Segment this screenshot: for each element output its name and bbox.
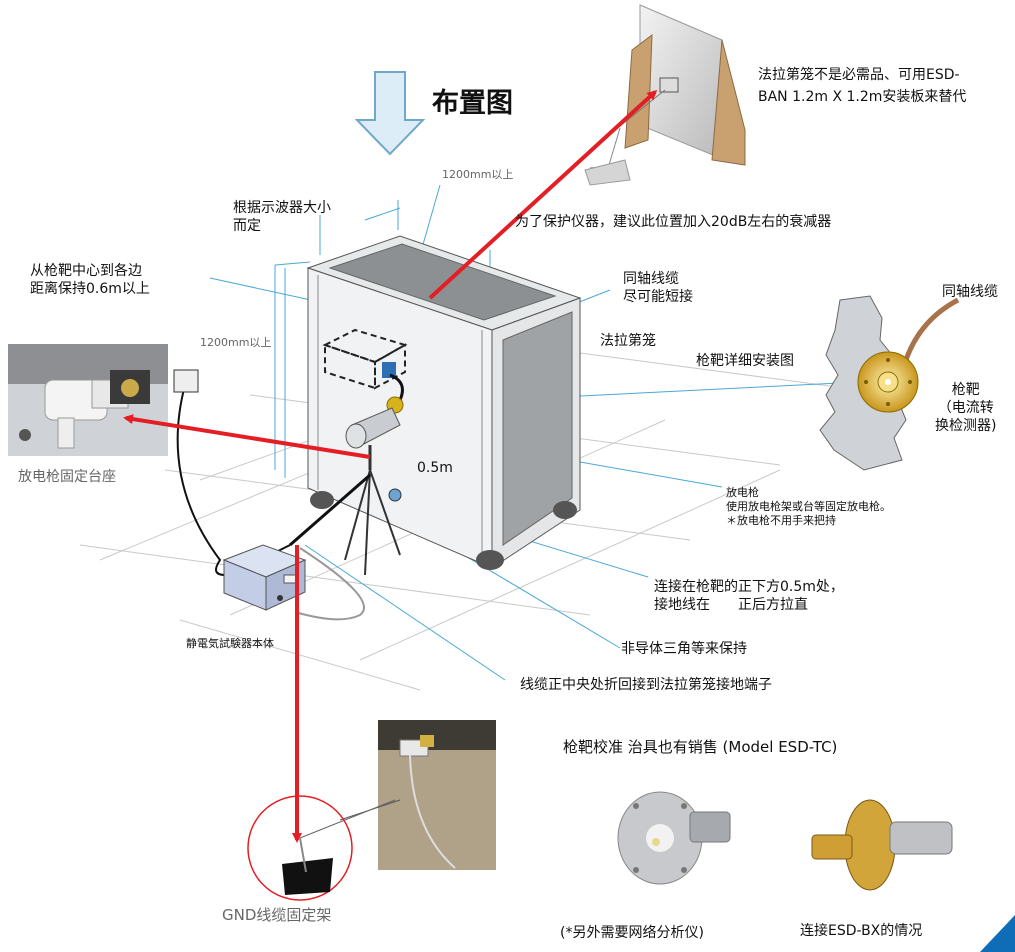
tester-body — [222, 544, 307, 611]
attenuator-label: 为了保护仪器，建议此位置加入20dB左右的衰减器 — [515, 214, 832, 230]
gnd-mount-label: GND线缆固定架 — [222, 906, 332, 924]
faraday-cage-label: 法拉第笼 — [600, 333, 656, 349]
esd-bx-label: 连接ESD-BX的情况 — [800, 923, 923, 939]
network-analyzer-label: (*另外需要网络分析仪) — [560, 925, 704, 941]
oscilloscope-outline — [322, 328, 408, 390]
gun-title: 放电枪 — [726, 486, 759, 499]
gun-mount-label: 放电枪固定台座 — [18, 469, 116, 485]
gun-mount-photo — [8, 344, 168, 456]
gun-line2: ＊放电枪不用手来把持 — [726, 514, 836, 527]
target-detail — [819, 295, 960, 471]
calibration-label: 枪靶校准 治具也有销售 (Model ESD-TC) — [563, 738, 838, 756]
faraday-note: 法拉第笼不是必需品、可用ESD- BAN 1.2m X 1.2m安装板来替代 — [758, 67, 967, 105]
gun-line1: 使用放电枪架或台等固定放电枪。 — [726, 500, 891, 513]
half-meter-label: 0.5m — [417, 460, 453, 476]
esd-tc-photo — [617, 791, 731, 885]
ground-connection-label: 连接在枪靶的正下方0.5m处， 接地线在 正后方拉直 — [654, 579, 844, 613]
discharge-gun — [289, 407, 401, 576]
tripod-label: 非导体三角等来保持 — [621, 641, 747, 657]
target-label: 枪靶 （电流转 换检测器) — [935, 382, 997, 434]
down-arrow-icon — [354, 71, 426, 156]
osc-size-label: 根据示波器大小 而定 — [233, 200, 331, 234]
coax-cable-label: 同轴线缆 — [942, 284, 998, 300]
esd-bx-photo — [811, 799, 953, 891]
faraday-plate-image — [584, 4, 746, 186]
red-arrows — [123, 89, 658, 843]
distance-label: 从枪靶中心到各边 距离保持0.6m以上 — [30, 263, 150, 297]
attenuator-block — [382, 362, 396, 378]
page-title: 布置图 — [432, 88, 513, 119]
cable-fold-label: 线缆正中央处折回接到法拉第笼接地端子 — [520, 677, 772, 693]
target-detail-label: 枪靶详细安装图 — [696, 353, 794, 369]
dim-left-label: 1200mm以上 — [200, 336, 272, 349]
gnd-mount-photo — [247, 720, 496, 901]
tester-body-label: 静電気試験器本体 — [186, 637, 274, 650]
corner-accent — [980, 915, 1015, 952]
dim-top-label: 1200mm以上 — [442, 168, 514, 181]
coax-short-label: 同轴线缆 尽可能短接 — [623, 271, 693, 305]
